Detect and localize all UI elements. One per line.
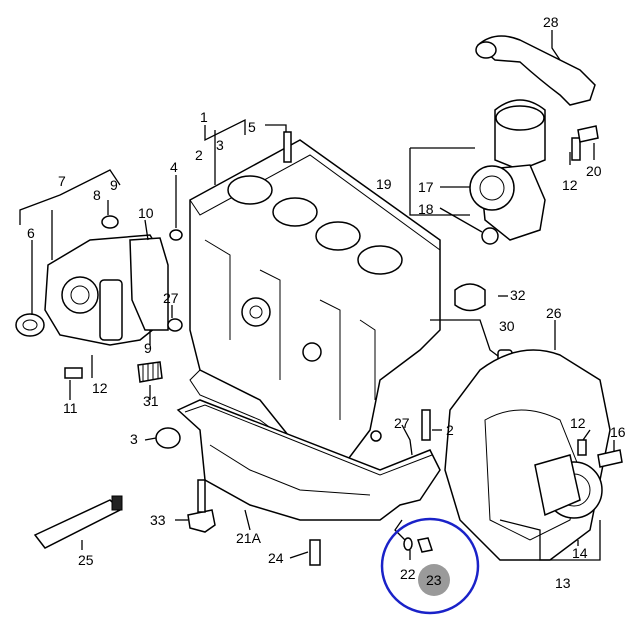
callout-12b: 12 [562, 177, 578, 193]
cap-8 [101, 215, 119, 229]
callout-9b: 9 [144, 340, 152, 356]
callout-27b: 27 [394, 415, 410, 431]
hose-28 [476, 35, 596, 106]
callout-9: 9 [110, 177, 118, 193]
breather-assembly [469, 35, 599, 245]
callout-6: 6 [27, 225, 35, 241]
bolt-20 [577, 125, 599, 143]
callout-11: 11 [63, 400, 78, 416]
callout-33: 33 [150, 512, 166, 528]
callout-2: 2 [195, 147, 203, 163]
callout-19: 19 [376, 176, 392, 192]
cap-32 [454, 283, 486, 312]
callout-16: 16 [610, 424, 626, 440]
callout-14: 14 [572, 545, 588, 561]
intermediate-plate [444, 349, 623, 561]
callout-21a: 21A [236, 530, 262, 546]
callout-27a: 27 [163, 290, 179, 306]
callout-26: 26 [546, 305, 562, 321]
bolt-24 [309, 539, 321, 566]
callout-5: 5 [248, 119, 256, 135]
front-cover [15, 234, 169, 346]
callout-3b: 3 [130, 431, 138, 447]
plug-27b [370, 430, 382, 442]
bolt-16 [597, 449, 623, 468]
highlight-ring [380, 517, 480, 615]
callout-8: 8 [93, 187, 101, 203]
highlight-badge [418, 564, 450, 596]
callout-22: 22 [400, 566, 416, 582]
o-ring-18 [481, 227, 499, 245]
callout-13: 13 [555, 575, 571, 591]
plug-27a [167, 318, 183, 332]
callout-2b: 2 [446, 422, 454, 438]
sensor-33 [187, 509, 216, 533]
sealant-tube-25 [33, 499, 122, 549]
bolt-2 [421, 409, 431, 441]
callout-31: 31 [143, 393, 159, 409]
bolt-11 [64, 367, 83, 379]
callout-3: 3 [216, 137, 224, 153]
dowel-5 [283, 131, 292, 163]
callout-18: 18 [418, 201, 434, 217]
callout-30: 30 [499, 318, 515, 334]
seal-ring-6 [15, 313, 45, 337]
plug-23 [417, 537, 433, 553]
callout-32: 32 [510, 287, 526, 303]
callout-7: 7 [58, 173, 66, 189]
callout-23: 23 [426, 572, 442, 588]
callout-12c: 12 [570, 415, 586, 431]
seal-3 [155, 427, 181, 449]
callout-4: 4 [170, 159, 178, 175]
callout-1: 1 [200, 109, 208, 125]
leader-lines [19, 30, 615, 561]
callout-labels: 1 2 3 4 5 6 7 8 9 10 11 12 12 12 13 14 1… [27, 14, 626, 591]
callout-25: 25 [78, 552, 94, 568]
callout-24: 24 [268, 550, 284, 566]
plug-4 [169, 229, 183, 241]
callout-28: 28 [543, 14, 559, 30]
callout-12a: 12 [92, 380, 108, 396]
washer-22 [403, 537, 413, 551]
engine-block [189, 139, 441, 471]
small-parts [33, 131, 513, 566]
callout-10: 10 [138, 205, 154, 221]
callout-17: 17 [418, 179, 434, 195]
callout-20: 20 [586, 163, 602, 179]
